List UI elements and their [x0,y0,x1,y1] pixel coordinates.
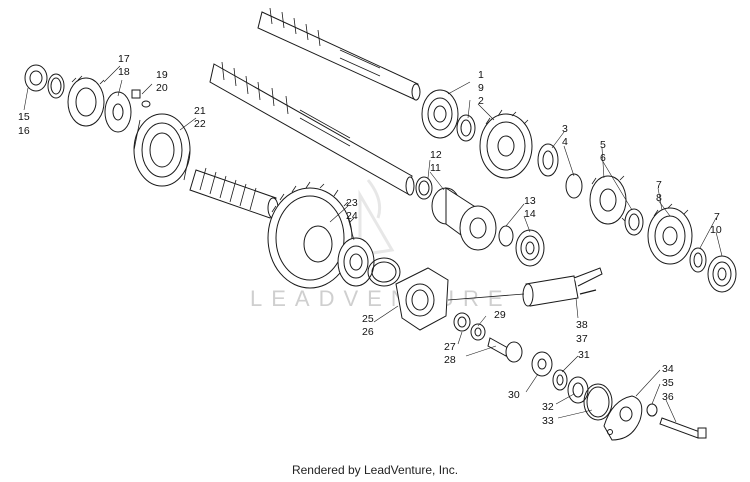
part-number: 7 [714,211,720,223]
part-number: 30 [508,389,520,401]
gear-second [479,109,533,179]
part-number: 38 [576,319,588,331]
part-number: 15 [18,111,30,123]
gasket [367,257,401,287]
drive-shaft [189,167,279,219]
part-number-labels: 1 9 2 17 18 19 20 15 16 21 22 3 4 5 6 12… [18,53,722,427]
part-number: 35 [662,377,674,389]
gear-30 [531,351,553,377]
gear-large [267,181,355,289]
oil-seal [24,64,48,92]
part-number: 4 [562,136,568,148]
part-number: 14 [524,208,536,220]
circlip [565,173,583,199]
part-number: 36 [662,391,674,403]
part-number: 33 [542,415,554,427]
part-number: 31 [578,349,590,361]
needle-bearing [537,143,559,177]
part-number: 24 [346,210,358,222]
part-number: 12 [430,149,442,161]
speed-sensor [447,267,603,307]
part-number: 37 [576,333,588,345]
sprocket [67,75,105,127]
long-bolt [659,417,707,439]
o-ring-33 [583,383,613,421]
pinion-gear [487,337,523,363]
housing [395,267,449,331]
thrust-washer [456,114,476,142]
washer-13 [498,225,514,247]
part-number: 32 [542,401,554,413]
part-number: 22 [194,118,206,130]
washer [104,91,132,133]
o-ring-small [47,73,65,99]
snap-ring [415,176,433,200]
shift-dog [589,175,627,225]
upper-shaft [257,7,421,101]
part-number: 7 [656,179,662,191]
watermark-text: LEADVENTURE [250,286,512,311]
bolt-small [131,89,151,108]
part-number: 25 [362,313,374,325]
watermark: LEADVENTURE [250,179,512,311]
lower-shaft [209,61,415,196]
part-number: 3 [562,123,568,135]
part-number: 11 [430,162,441,174]
part-number: 16 [18,125,30,137]
part-number: 29 [494,309,506,321]
bearing-output [337,237,375,287]
bearing-32 [567,376,589,404]
footer-credit: Rendered by LeadVenture, Inc. [291,463,459,477]
bearing-right [707,255,737,293]
part-number: 9 [478,82,484,94]
part-number: 13 [524,195,536,207]
part-number: 28 [444,354,456,366]
part-number: 27 [444,341,456,353]
bearing-large [133,113,191,187]
part-number: 23 [346,197,358,209]
seal-27 [453,312,471,332]
bearing-top [421,89,459,139]
part-number: 8 [656,192,662,204]
gear-cluster [431,187,497,251]
ring-29 [470,323,486,341]
washer-mid [624,208,644,236]
part-number: 1 [478,69,484,81]
part-number: 34 [662,363,674,375]
part-number: 21 [194,105,206,117]
washer-right [689,247,707,273]
washer-31 [552,369,568,391]
part-number: 17 [118,53,130,65]
part-number: 18 [118,66,130,78]
part-number: 19 [156,69,168,81]
part-number: 2 [478,95,484,107]
washer-35 [646,403,658,417]
part-number: 6 [600,152,606,164]
part-number: 10 [710,224,722,236]
gear-reverse [647,203,693,265]
leader-lines [23,65,723,423]
end-cover [603,395,643,441]
bearing-14 [515,229,545,267]
part-number: 20 [156,82,168,94]
part-number: 26 [362,326,374,338]
part-number: 5 [600,139,606,151]
